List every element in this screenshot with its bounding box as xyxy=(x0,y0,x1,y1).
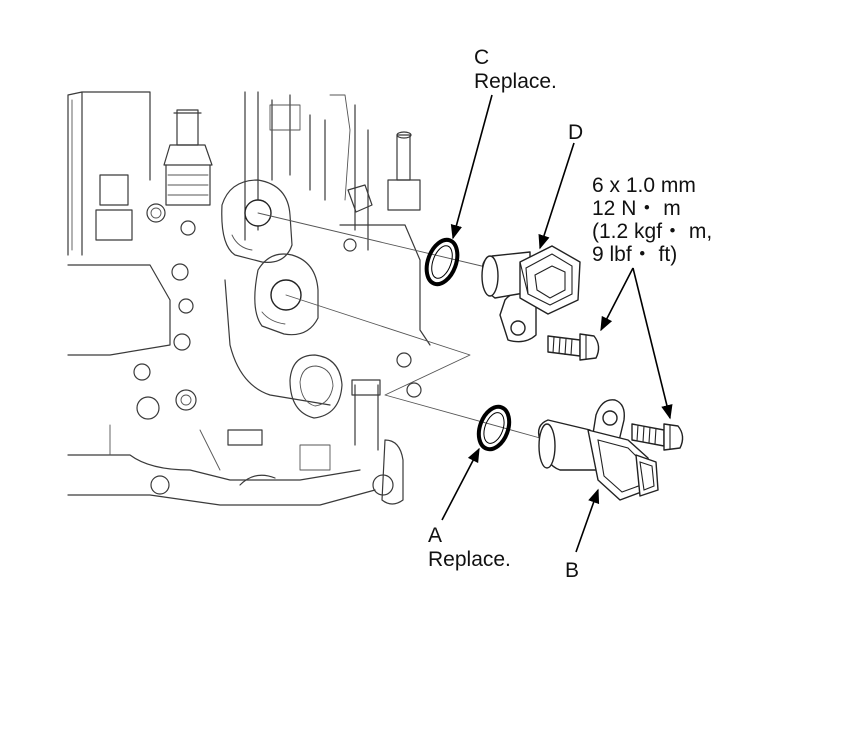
label-spec-line4: 9 lbf・ ft) xyxy=(592,243,678,266)
callout-pointers xyxy=(441,94,673,553)
pointer-d xyxy=(538,142,575,250)
engine-block xyxy=(67,91,431,506)
pointer-c xyxy=(450,94,493,240)
label-a-note: Replace. xyxy=(428,548,511,571)
o-ring-c xyxy=(424,237,460,287)
sensor-b xyxy=(537,399,659,501)
label-c-letter: C xyxy=(474,46,490,69)
label-spec-line3: (1.2 kgf・ m, xyxy=(592,220,713,243)
pointer-a xyxy=(441,447,480,521)
label-a-letter: A xyxy=(428,524,443,547)
label-b-letter: B xyxy=(565,559,580,582)
label-d-letter: D xyxy=(568,121,584,144)
alignment-lines xyxy=(257,212,541,439)
label-c-note: Replace. xyxy=(474,70,557,93)
pointer-b xyxy=(575,488,600,553)
pointer-spec-lower-bolt xyxy=(632,267,673,420)
bolt-upper xyxy=(547,333,600,361)
label-spec-line2: 12 N・ m xyxy=(592,197,681,220)
sensor-d xyxy=(481,245,581,343)
label-spec-line1: 6 x 1.0 mm xyxy=(592,174,696,197)
o-ring-a xyxy=(476,404,512,452)
pointer-spec-upper-bolt xyxy=(600,267,634,332)
bolt-lower xyxy=(631,423,684,451)
